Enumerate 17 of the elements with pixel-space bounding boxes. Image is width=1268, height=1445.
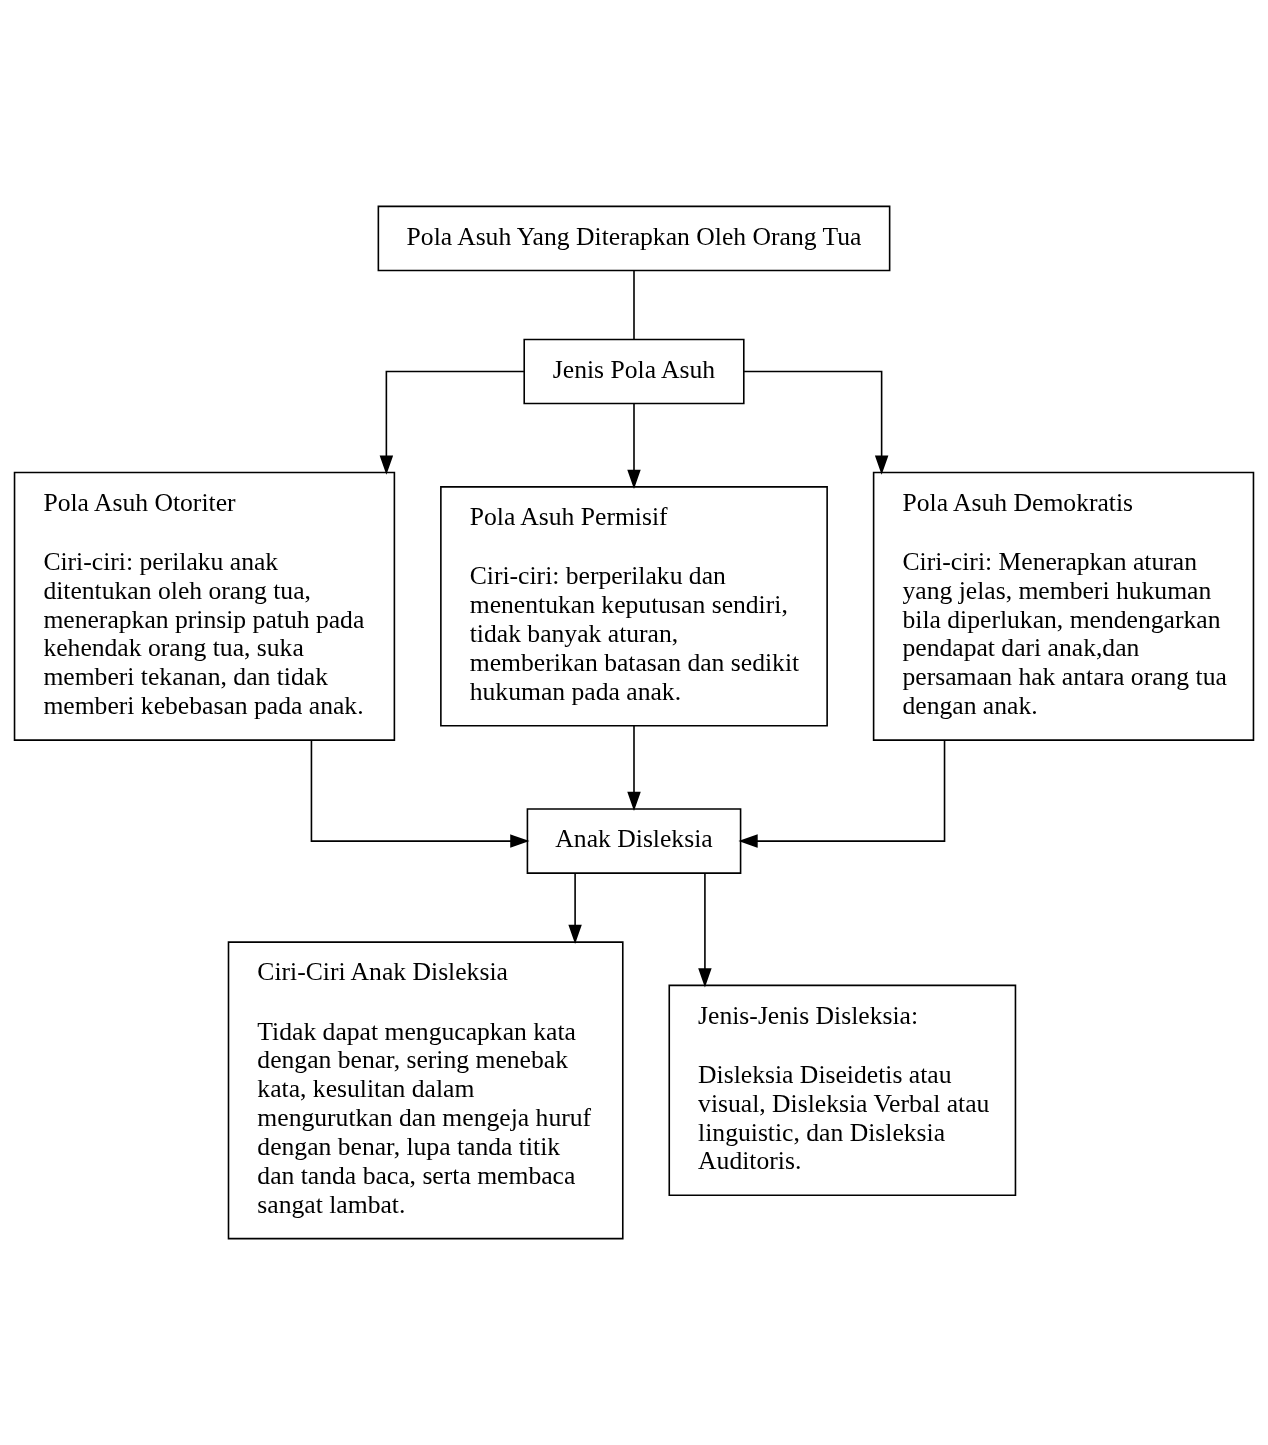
arrow xyxy=(627,402,641,489)
arrow xyxy=(698,872,712,988)
node-box: Jenis-Jenis Disleksia: Disleksia Diseidetis atau visual, Disleksia Verbal atau linguistic, dan Disleksia Auditoris. xyxy=(668,984,1017,1197)
arrow xyxy=(379,370,525,475)
connector xyxy=(633,269,635,340)
node-box: Pola Asuh Otoriter Ciri-ciri: perilaku anak ditentukan oleh orang tua, menerapkan prinsip patuh pada kehendak orang tua, suka memberi tekanan, dan tidak memberi kebebasan pada anak. xyxy=(13,471,396,741)
arrow xyxy=(310,739,530,848)
node-box: Pola Asuh Demokratis Ciri-ciri: Menerapkan aturan yang jelas, memberi hukuman bila diperlukan, mendengarkan pendapat dari anak,dan persamaan hak antara orang tua dengan anak. xyxy=(872,471,1255,741)
node-box: Pola Asuh Permisif Ciri-ciri: berperilaku dan menentukan keputusan sendiri, tidak banyak aturan, memberikan batasan dan sedikit hukuman pada anak. xyxy=(440,486,828,727)
arrow xyxy=(568,872,582,945)
arrow xyxy=(627,724,641,812)
node-box: Anak Disleksia xyxy=(526,808,742,874)
arrow xyxy=(738,739,946,848)
arrow xyxy=(743,370,889,475)
node-box: Pola Asuh Yang Diterapkan Oleh Orang Tua xyxy=(377,205,891,272)
node-box: Ciri-Ciri Anak Disleksia Tidak dapat mengucapkan kata dengan benar, sering menebak kata, kesulitan dalam mengurutkan dan mengeja huruf dengan benar, lupa tanda titik dan tanda baca, serta membaca sangat lambat. xyxy=(227,941,624,1240)
node-box: Jenis Pola Asuh xyxy=(523,338,745,405)
